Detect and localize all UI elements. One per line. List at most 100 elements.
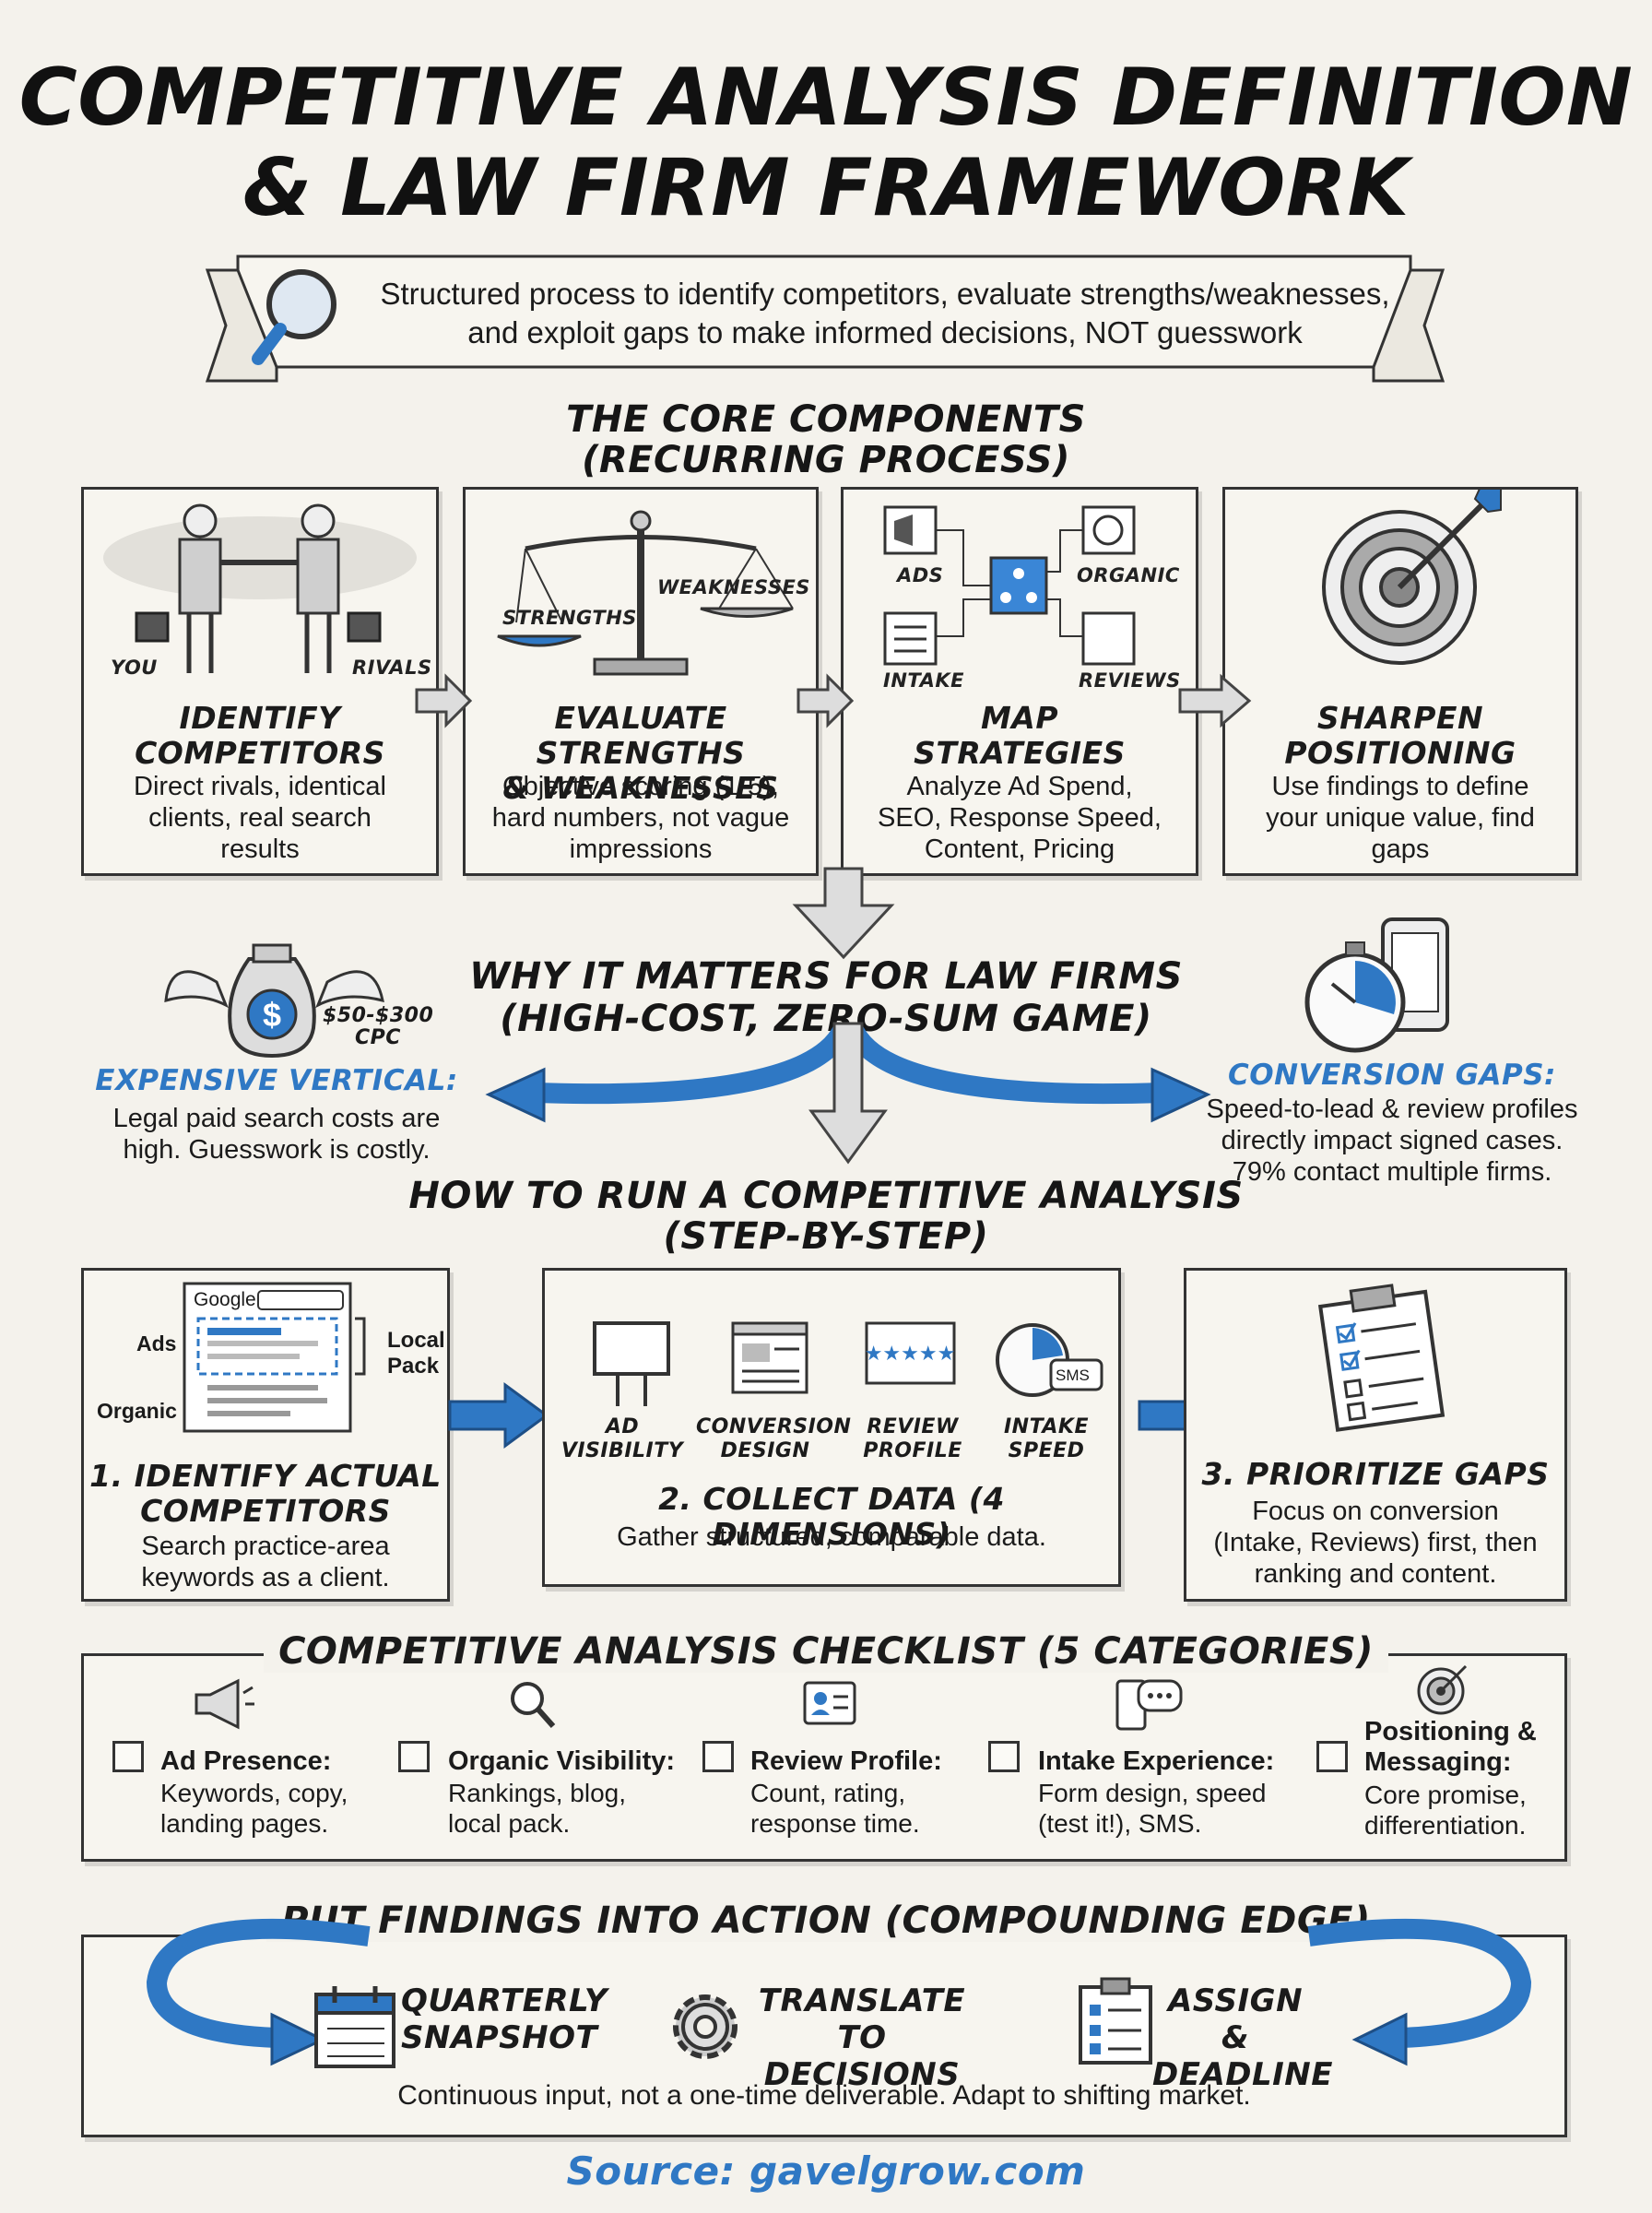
cycle-arrows-icon: [146, 1918, 1532, 2066]
check-title-intake: Intake Experience:: [1038, 1746, 1275, 1776]
action-footer: Continuous input, not a one-time deliver…: [397, 2080, 1251, 2111]
rivals-label: RIVALS: [352, 657, 432, 679]
profile-card-icon: [803, 1681, 856, 1725]
local-pack-label: Local Pack: [387, 1328, 445, 1379]
action-quarterly-l1: QUARTERLY: [401, 1982, 608, 2019]
local-pack-l2: Pack: [387, 1354, 440, 1379]
check-desc-int-l2: (test it!), SMS.: [1038, 1809, 1202, 1838]
checkbox-positioning[interactable]: [1316, 1741, 1348, 1772]
strategy-map-icon: [883, 505, 1136, 666]
action-heading: PUT FINDINGS INTO ACTION (COMPOUNDING ED…: [0, 1899, 1652, 1942]
core-desc-sharpen-l3: gaps: [1371, 834, 1430, 864]
timer-sms-icon: [996, 1323, 1103, 1397]
conversion-gaps-title: CONVERSION GAPS:: [1228, 1059, 1556, 1092]
check-title-organic: Organic Visibility:: [448, 1746, 676, 1776]
action-heading-text: PUT FINDINGS INTO ACTION (COMPOUNDING ED…: [266, 1899, 1386, 1942]
check-desc-review: Count, rating, response time.: [750, 1778, 920, 1839]
check-desc-ad-presence: Keywords, copy, landing pages.: [160, 1778, 348, 1839]
check-desc-rev-l2: response time.: [750, 1809, 920, 1838]
checkbox-review-profile[interactable]: [702, 1741, 734, 1772]
step3-desc-l2: (Intake, Reviews) first, then: [1213, 1528, 1538, 1557]
core-title-evaluate: EVALUATE STRENGTHS & WEAKNESSES: [463, 701, 819, 806]
megaphone-icon: [195, 1678, 254, 1730]
gear-icon: [673, 1994, 738, 2059]
core-desc-map-l3: Content, Pricing: [924, 834, 1115, 864]
core-title-evaluate-l2: & WEAKNESSES: [502, 770, 779, 806]
expensive-desc-l1: Legal paid search costs are: [112, 1104, 441, 1133]
action-translate: TRANSLATE TO DECISIONS: [751, 1982, 973, 2093]
check-desc-organic: Rankings, blog, local pack.: [448, 1778, 626, 1839]
step3-desc: Focus on conversion (Intake, Reviews) fi…: [1184, 1496, 1567, 1590]
ads-serp-label: Ads: [136, 1331, 177, 1355]
core-desc-sharpen-l1: Use findings to define: [1271, 772, 1529, 801]
core-title-evaluate-l1: EVALUATE STRENGTHS: [536, 700, 746, 771]
core-desc-sharpen-l2: your unique value, find: [1266, 803, 1535, 833]
core-subheading: (RECURRING PROCESS): [582, 439, 1070, 481]
dim-review-profile: REVIEW PROFILE: [848, 1415, 977, 1463]
expensive-desc-l2: high. Guesswork is costly.: [123, 1135, 431, 1165]
dim-ad-visibility: AD VISIBILITY: [558, 1415, 687, 1463]
check-desc-intake: Form design, speed (test it!), SMS.: [1038, 1778, 1266, 1839]
check-desc-rev-l1: Count, rating,: [750, 1779, 906, 1807]
arrow-right-icon: [415, 673, 473, 728]
checkbox-intake-experience[interactable]: [988, 1741, 1020, 1772]
magnifying-glass-icon: [252, 269, 336, 365]
checklist-heading-text: COMPETITIVE ANALYSIS CHECKLIST (5 CATEGO…: [264, 1630, 1388, 1673]
phone-chat-icon: [1115, 1679, 1183, 1731]
howto-heading: HOW TO RUN A COMPETITIVE ANALYSIS: [408, 1175, 1244, 1217]
step2-desc: Gather structured, comparable data.: [617, 1522, 1046, 1552]
dim-intake-l1: INTAKE: [1004, 1415, 1089, 1438]
check-title-pos-l2: Messaging:: [1364, 1747, 1512, 1777]
step3-title: 3. PRIORITIZE GAPS: [1201, 1456, 1550, 1492]
page-title-line1: COMPETITIVE ANALYSIS DEFINITION: [18, 52, 1634, 144]
svg-text:$: $: [263, 996, 281, 1034]
core-title-identify-l2: COMPETITORS: [135, 735, 385, 771]
cpc-unit: CPC: [355, 1026, 401, 1049]
scale-icon: [497, 510, 794, 676]
blue-arrow-right-icon: [448, 1382, 549, 1449]
calendar-icon: [314, 1986, 395, 2068]
local-pack-l1: Local: [387, 1328, 445, 1353]
action-translate-l1: TRANSLATE TO: [758, 1982, 966, 2056]
handshake-icon: [103, 503, 417, 673]
definition-text: Structured process to identify competito…: [350, 275, 1420, 352]
conversion-desc-l1: Speed-to-lead & review profiles: [1206, 1095, 1578, 1124]
core-desc-evaluate-l2: hard numbers, not vague: [491, 803, 790, 833]
step3-desc-l1: Focus on conversion: [1252, 1497, 1499, 1526]
webpage-icon: [731, 1321, 808, 1394]
check-desc-org-l1: Rankings, blog,: [448, 1779, 627, 1807]
core-title-identify-l1: IDENTIFY: [179, 700, 341, 736]
you-label: YOU: [111, 657, 158, 679]
step1-title-l1: 1. IDENTIFY ACTUAL: [89, 1458, 442, 1494]
step1-desc-l1: Search practice-area: [141, 1532, 390, 1561]
core-heading: THE CORE COMPONENTS: [566, 398, 1086, 441]
core-desc-identify-l2: clients, real search: [148, 803, 372, 833]
definition-line1: Structured process to identify competito…: [380, 277, 1390, 311]
source-link[interactable]: Source: gavelgrow.com: [566, 2148, 1086, 2194]
checklist-heading: COMPETITIVE ANALYSIS CHECKLIST (5 CATEGO…: [0, 1630, 1652, 1673]
arrow-right-icon: [1178, 673, 1252, 728]
conversion-desc-l3: 79% contact multiple firms.: [1232, 1157, 1552, 1187]
action-quarterly-l2: SNAPSHOT: [401, 2019, 598, 2056]
conversion-desc-l2: directly impact signed cases.: [1221, 1126, 1564, 1155]
core-title-map-l2: STRATEGIES: [914, 735, 1126, 771]
check-desc-pos-l2: differentiation.: [1364, 1811, 1527, 1840]
check-desc-org-l2: local pack.: [448, 1809, 571, 1838]
action-assign-l1: ASSIGN &: [1167, 1982, 1304, 2056]
cpc-label: $50-$300 CPC: [323, 1005, 433, 1049]
action-translate-l2: DECISIONS: [763, 2056, 961, 2093]
sms-label: SMS: [1056, 1367, 1090, 1384]
step2-title: 2. COLLECT DATA (4 DIMENSIONS): [658, 1481, 1005, 1552]
dim-ad-l1: AD: [605, 1415, 640, 1438]
search-results-mockup: [183, 1282, 366, 1433]
dim-review-l2: PROFILE: [863, 1439, 962, 1462]
core-desc-map-l2: SEO, Response Speed,: [878, 803, 1162, 833]
check-desc-positioning: Core promise, differentiation.: [1364, 1780, 1527, 1840]
target-arrow-icon: [1322, 488, 1502, 665]
cpc-price: $50-$300: [323, 1004, 434, 1027]
checkbox-ad-presence[interactable]: [112, 1741, 144, 1772]
check-desc-ad-l1: Keywords, copy,: [160, 1779, 348, 1807]
check-title-pos-l1: Positioning &: [1364, 1717, 1537, 1746]
checkbox-organic-visibility[interactable]: [398, 1741, 430, 1772]
check-title-review: Review Profile:: [750, 1746, 942, 1776]
